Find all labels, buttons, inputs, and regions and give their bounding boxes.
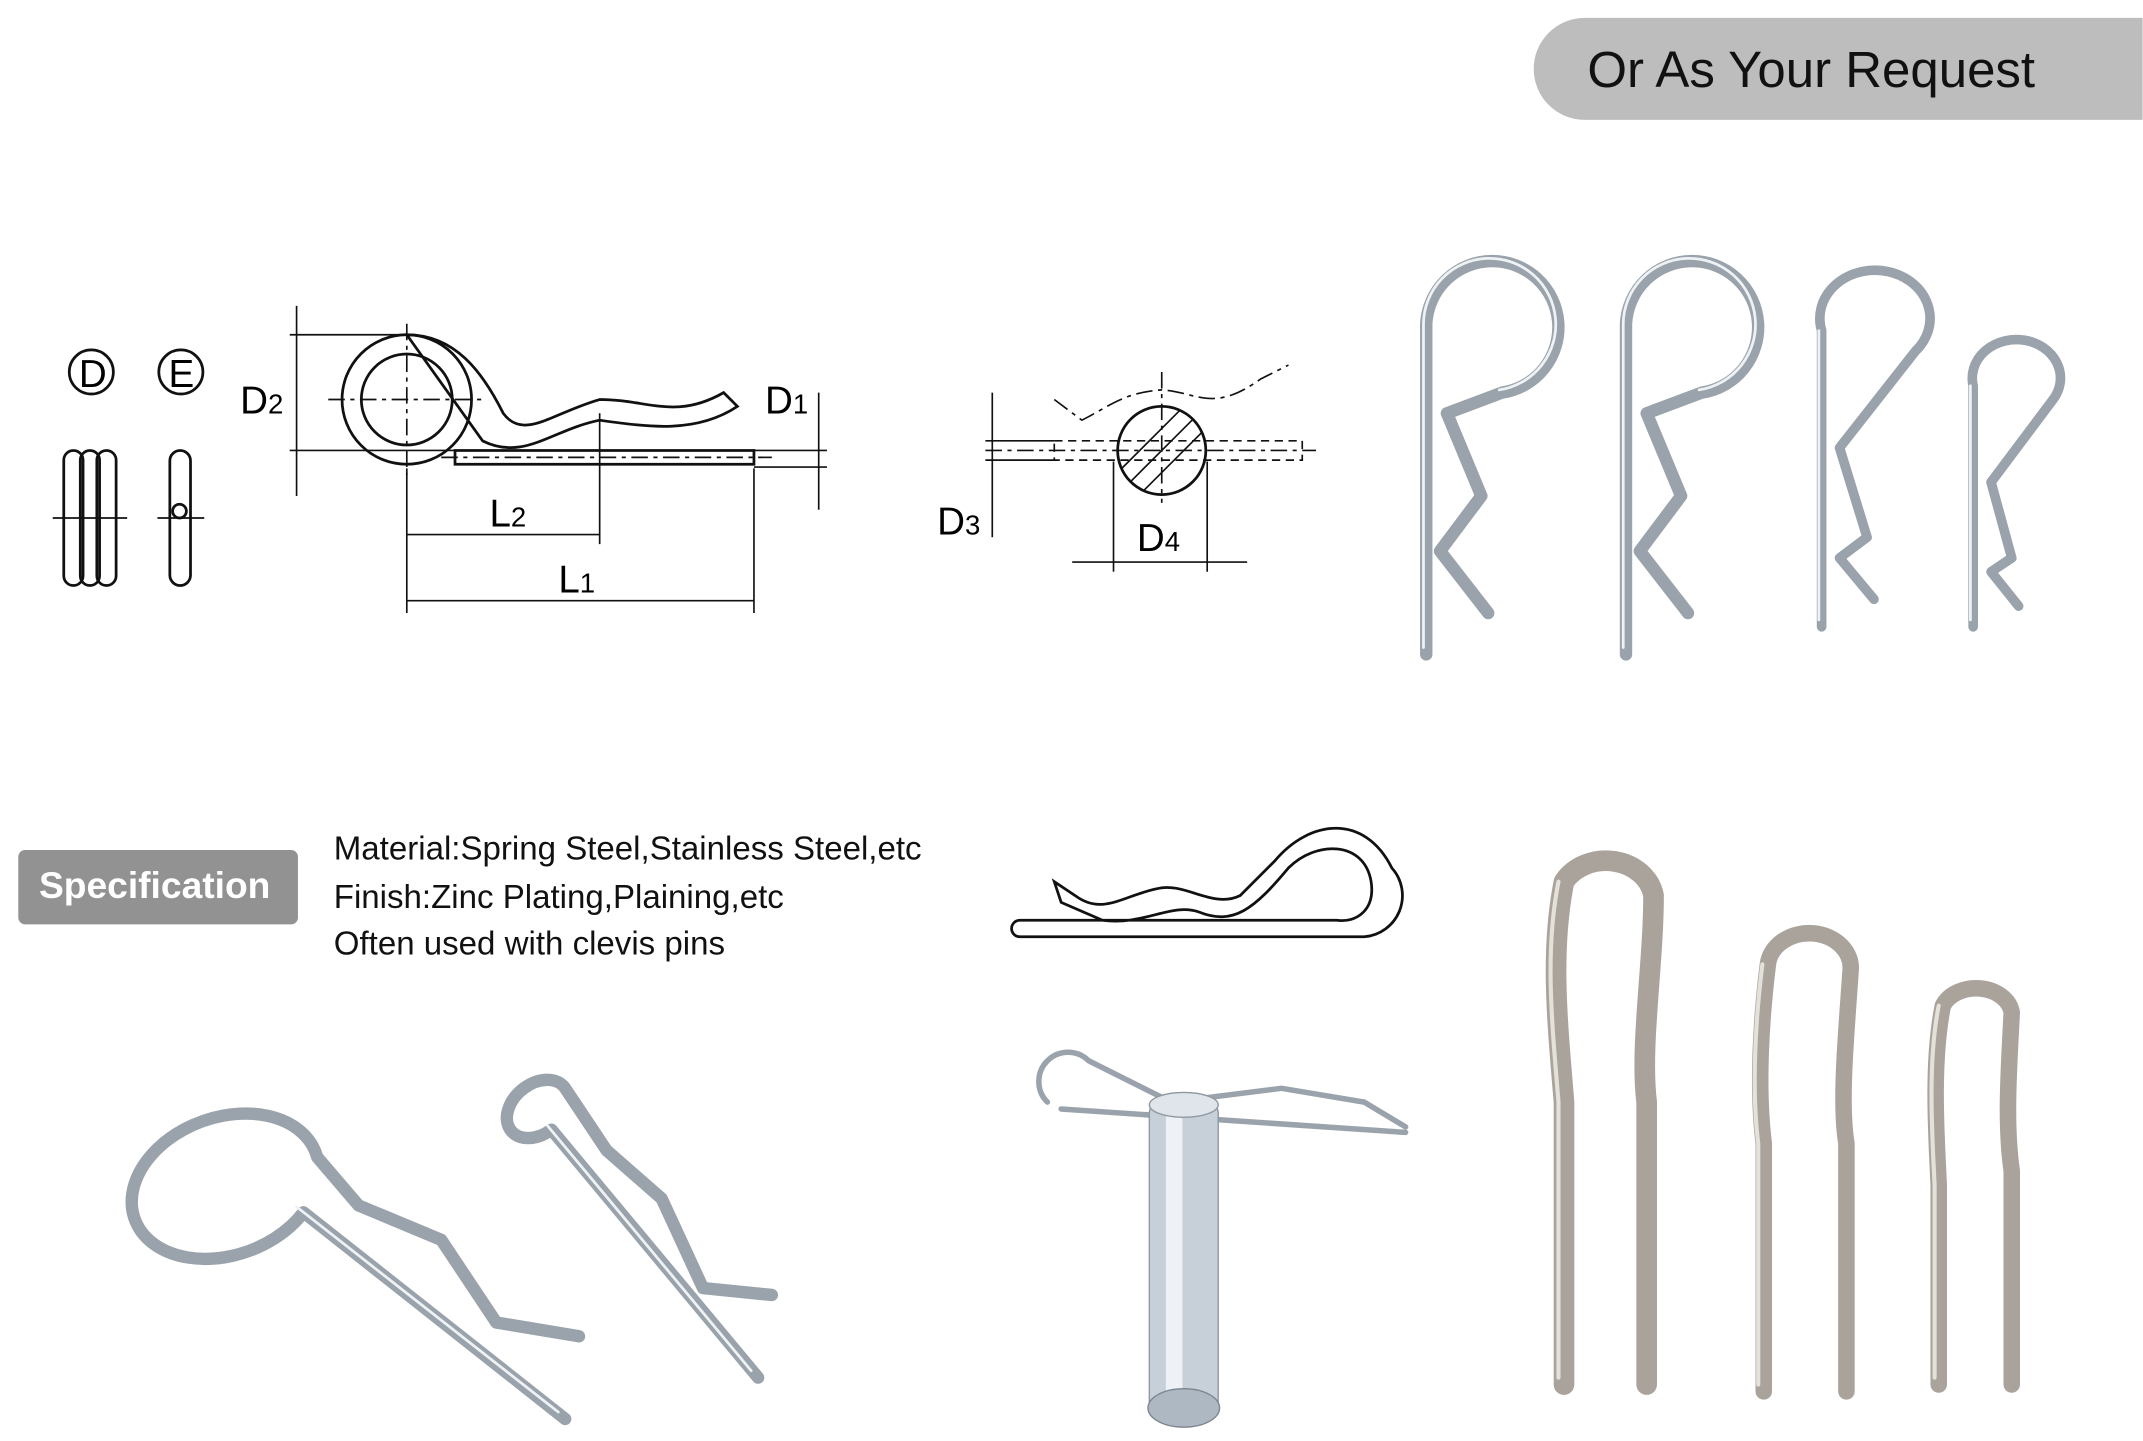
banner-label: Or As Your Request <box>1587 41 2035 98</box>
dim-d2: D <box>240 379 268 422</box>
dim-d4: D <box>1137 517 1165 560</box>
svg-text:D4: D4 <box>1137 517 1180 560</box>
zinc-r-pins-photo <box>1420 254 2066 661</box>
dim-d4-sub: 4 <box>1165 526 1180 557</box>
spec-line-finish: Finish:Zinc Plating,Plaining,etc <box>334 879 784 916</box>
dim-d3-sub: 3 <box>965 510 980 541</box>
spec-line-usage: Often used with clevis pins <box>334 926 725 963</box>
zinc-pins-angled-photo <box>125 1073 779 1426</box>
request-banner: Or As Your Request <box>1533 17 2143 120</box>
dim-l1-sub: 1 <box>580 567 595 598</box>
specification-section: Specification Material:Spring Steel,Stai… <box>18 831 922 963</box>
r-clip-outline-drawing <box>1010 826 1404 939</box>
dim-l2-sub: 2 <box>511 501 526 532</box>
dim-d1-sub: 1 <box>793 388 808 419</box>
side-view-drawing: D2 D1 L2 L1 <box>240 305 827 614</box>
specification-badge-label: Specification <box>39 864 270 906</box>
svg-text:D3: D3 <box>937 501 980 544</box>
view-label-e: E <box>168 353 194 396</box>
dim-d3: D <box>937 501 965 544</box>
svg-text:D1: D1 <box>765 379 808 422</box>
dim-l1: L <box>558 558 579 601</box>
specification-badge <box>18 849 298 925</box>
svg-text:L2: L2 <box>489 492 526 535</box>
svg-text:L1: L1 <box>558 558 595 601</box>
section-view-drawing: D3 D4 <box>937 364 1317 572</box>
svg-text:D2: D2 <box>240 379 283 422</box>
dim-d2-sub: 2 <box>268 388 283 419</box>
dim-d1: D <box>765 379 793 422</box>
end-views: D E <box>52 348 205 587</box>
dim-l2: L <box>489 492 510 535</box>
spec-line-material: Material:Spring Steel,Stainless Steel,et… <box>334 831 922 868</box>
clevis-pin-photo <box>1036 1049 1409 1428</box>
view-label-d: D <box>79 353 107 396</box>
stainless-pins-photo <box>1545 850 2020 1400</box>
